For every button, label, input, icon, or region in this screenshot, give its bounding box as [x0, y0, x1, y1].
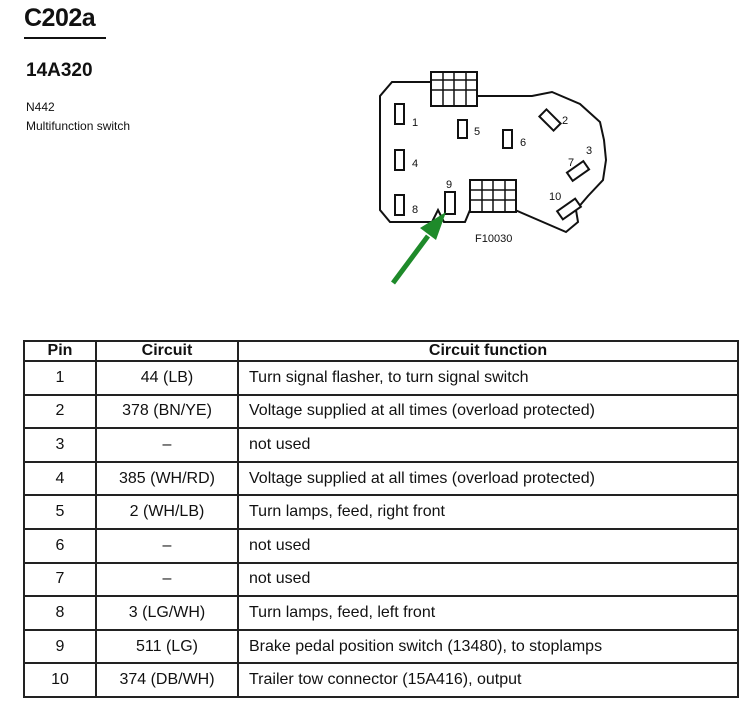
component-code: N442	[26, 100, 55, 114]
pin-label-2: 2	[562, 115, 568, 127]
pin-cell: 7	[23, 561, 97, 598]
pin-cavity-8	[394, 194, 405, 216]
pin-label-8: 8	[412, 204, 418, 216]
part-number: 14A320	[26, 60, 93, 81]
figure-id: F10030	[475, 233, 512, 245]
circuit-cell: 3 (LG/WH)	[95, 595, 239, 631]
pin-cavity-6	[502, 129, 513, 149]
table-row: 6–not used	[23, 527, 739, 564]
table-header-row: Pin Circuit Circuit function	[23, 340, 739, 362]
circuit-cell: 2 (WH/LB)	[95, 494, 239, 530]
pin-label-6: 6	[520, 137, 526, 149]
pin-cell: 2	[23, 393, 97, 430]
function-cell: not used	[237, 527, 739, 564]
pin-cavity-2	[537, 107, 563, 133]
pin-label-9: 9	[446, 179, 452, 191]
pointer-arrow	[390, 212, 446, 285]
component-description: Multifunction switch	[26, 119, 131, 133]
function-cell: not used	[237, 561, 739, 598]
table-row: 7–not used	[23, 561, 739, 598]
pin-label-4: 4	[412, 158, 418, 170]
pin-cell: 5	[23, 494, 97, 530]
circuit-cell: 374 (DB/WH)	[95, 662, 239, 698]
table-row: 3–not used	[23, 427, 739, 463]
pin-cell: 4	[23, 460, 97, 497]
function-cell: not used	[237, 427, 739, 463]
pin-cavity-5	[457, 119, 468, 139]
middle-lock-tab	[469, 179, 517, 213]
header-circuit-function: Circuit function	[237, 340, 739, 362]
pin-cavity-9	[444, 191, 456, 215]
pin-cavity-7	[565, 159, 591, 183]
circuit-cell: 511 (LG)	[95, 628, 239, 665]
pin-label-10: 10	[549, 191, 561, 203]
function-cell: Turn lamps, feed, right front	[237, 494, 739, 530]
pin-cell: 6	[23, 527, 97, 564]
pin-label-7: 7	[568, 157, 574, 169]
title-underline	[24, 37, 106, 39]
pin-label-1: 1	[412, 117, 418, 129]
pin-cavity-4	[394, 149, 405, 171]
pin-cell: 10	[23, 662, 97, 698]
connector-title: C202a	[24, 4, 96, 32]
circuit-cell: 385 (WH/RD)	[95, 460, 239, 497]
function-cell: Turn lamps, feed, left front	[237, 595, 739, 631]
pin-label-3: 3	[586, 145, 592, 157]
header-pin: Pin	[23, 340, 97, 362]
pin-cell: 9	[23, 628, 97, 665]
pin-cavity-10	[555, 197, 583, 221]
circuit-cell: –	[95, 527, 239, 564]
function-cell: Brake pedal position switch (13480), to …	[237, 628, 739, 665]
function-cell: Turn signal flasher, to turn signal swit…	[237, 360, 739, 396]
circuit-cell: –	[95, 561, 239, 598]
circuit-cell: 44 (LB)	[95, 360, 239, 396]
pin-label-5: 5	[474, 126, 480, 138]
circuit-cell: 378 (BN/YE)	[95, 393, 239, 430]
connector-face-diagram: 1 4 8 5 6 9 2 3 7 10 F10030	[379, 71, 608, 285]
circuit-cell: –	[95, 427, 239, 463]
top-lock-tab	[430, 71, 478, 107]
pin-cell: 8	[23, 595, 97, 631]
pin-cavity-1	[394, 103, 405, 125]
function-cell: Trailer tow connector (15A416), output	[237, 662, 739, 698]
pin-cell: 1	[23, 360, 97, 396]
pin-cell: 3	[23, 427, 97, 463]
header-circuit: Circuit	[95, 340, 239, 362]
function-cell: Voltage supplied at all times (overload …	[237, 460, 739, 497]
function-cell: Voltage supplied at all times (overload …	[237, 393, 739, 430]
